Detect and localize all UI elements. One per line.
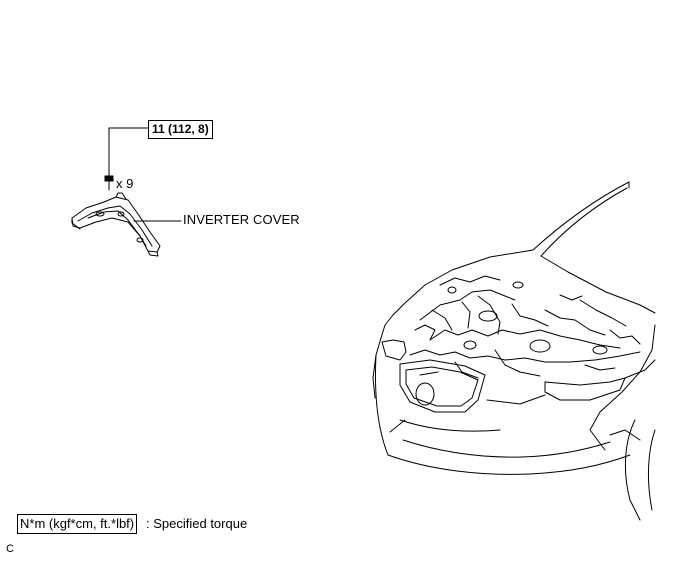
legend-description: : Specified torque <box>146 516 248 531</box>
inverter-cover-label: INVERTER COVER <box>183 212 300 227</box>
figure-code: C <box>6 543 14 555</box>
vehicle-front-illustration <box>372 181 656 521</box>
bolt-count-label: x 9 <box>116 176 134 191</box>
bolt-icon <box>104 175 114 191</box>
inverter-cover-icon <box>71 192 161 257</box>
torque-leader-line <box>108 127 149 177</box>
torque-spec-label: 11 (112, 8) <box>148 120 213 139</box>
legend-torque-units-box: N*m (kgf*cm, ft.*lbf) <box>17 514 138 534</box>
